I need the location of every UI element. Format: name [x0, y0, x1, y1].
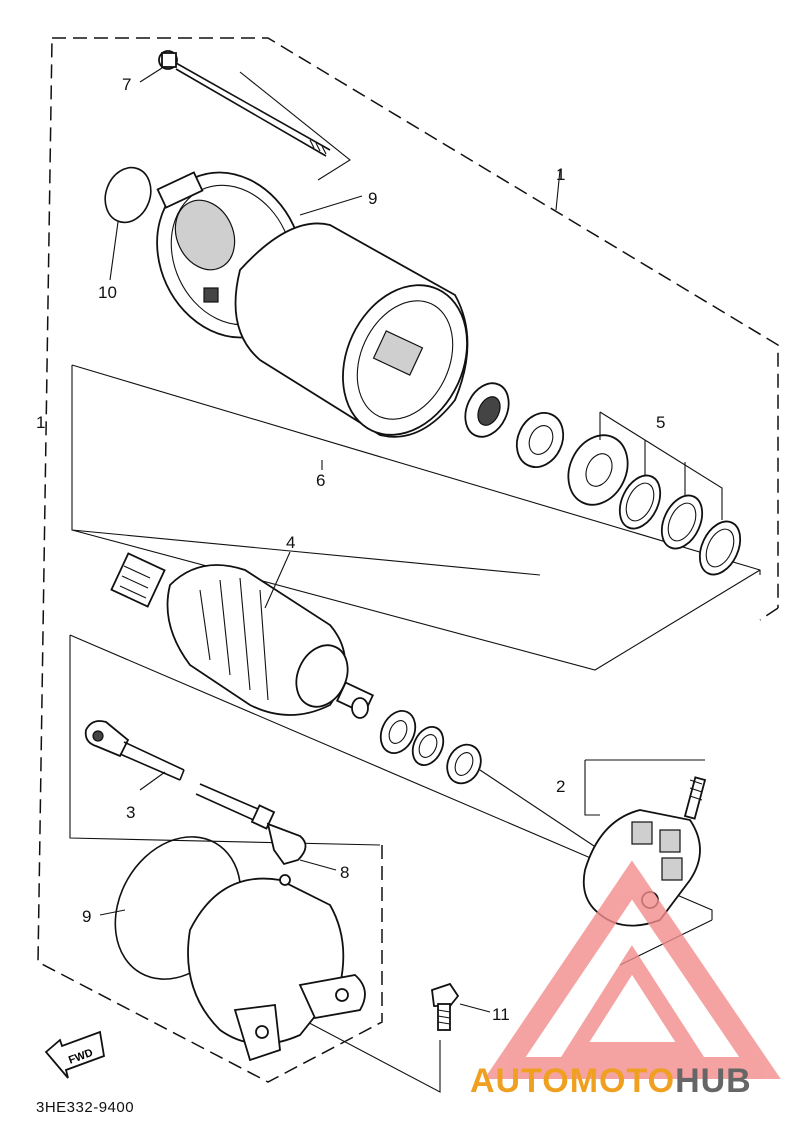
brush-holder-leader	[584, 759, 705, 816]
callout-6: 6	[316, 471, 325, 490]
rear-cover	[187, 874, 366, 1062]
bearing-inner	[477, 396, 501, 426]
through-bolt	[158, 50, 331, 157]
small-bolt	[431, 982, 460, 1031]
washer-b-inner	[418, 734, 438, 758]
assembly-boundary	[37, 37, 779, 1083]
armature	[110, 552, 375, 719]
washer-a	[379, 710, 417, 754]
callout-1-left: 1	[36, 413, 45, 432]
brush-lead	[84, 720, 185, 781]
leader-9-top	[299, 195, 363, 216]
leader-9-bottom	[99, 909, 126, 916]
lead-with-grommet	[195, 783, 307, 866]
leader-7	[139, 67, 163, 83]
fwd-arrow: FWD	[44, 1030, 106, 1079]
watermark-part1: AUTOMOTO	[470, 1062, 676, 1100]
leader-4	[264, 551, 291, 609]
leader-10	[109, 221, 119, 281]
oil-seal	[515, 412, 565, 468]
callout-7: 7	[122, 75, 131, 94]
washer-c	[446, 743, 482, 785]
watermark-logo-triangle	[484, 860, 781, 1079]
callout-9-top: 9	[368, 189, 377, 208]
watermark-part2: HUB	[675, 1062, 752, 1100]
washer-c-inner	[454, 752, 474, 776]
yoke-housing	[234, 222, 469, 438]
leader-8	[299, 859, 337, 871]
assembly-boundary-right	[759, 607, 779, 621]
oil-seal-inner	[528, 425, 554, 455]
bolt-lower-line	[261, 997, 441, 1093]
leader-11	[459, 1003, 491, 1013]
callout-11: 11	[492, 1005, 510, 1024]
washer-set	[567, 434, 742, 576]
diagram-code: 3HE332-9400	[36, 1099, 135, 1116]
callout-9-bottom: 9	[82, 907, 91, 926]
callout-10: 10	[98, 283, 117, 302]
leader-1-top	[555, 169, 561, 211]
callout-1-top: 1	[556, 165, 565, 184]
callout-2: 2	[556, 777, 565, 796]
leader-3	[139, 771, 166, 791]
callout-3: 3	[126, 803, 135, 822]
bolt-group-box	[239, 71, 351, 181]
o-ring-top	[104, 166, 152, 224]
armature-axis-line	[479, 769, 601, 851]
watermark-logo-text: AUTOMOTOHUB	[470, 1062, 752, 1101]
callout-4: 4	[286, 533, 295, 552]
callout-5: 5	[656, 413, 665, 432]
washer-a-inner	[388, 720, 408, 744]
washer-leader	[599, 411, 723, 520]
callout-8: 8	[340, 863, 349, 882]
